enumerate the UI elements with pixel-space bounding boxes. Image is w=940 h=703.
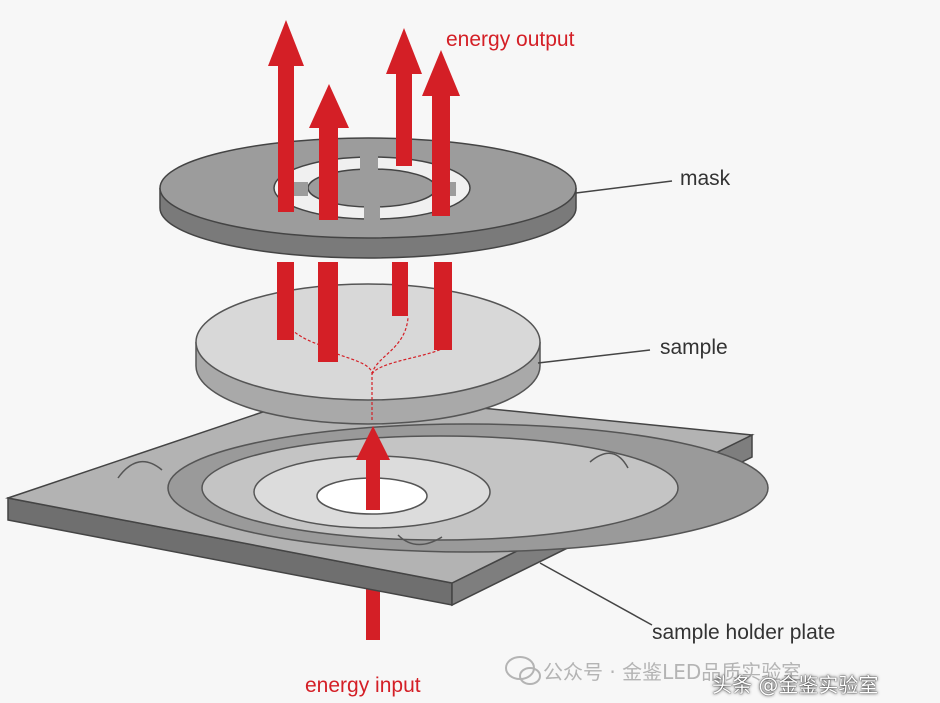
energy-input-arrow-upper xyxy=(356,426,390,510)
energy-output-label: energy output xyxy=(446,28,575,51)
leader-lines xyxy=(537,180,673,626)
sample-holder-plate-label: sample holder plate xyxy=(652,621,836,644)
energy-output-arrows xyxy=(268,20,460,220)
wechat-icon xyxy=(505,656,541,685)
watermark-line-2: 头条 @金鉴实验室 xyxy=(712,673,879,697)
mask-graphic xyxy=(159,137,577,259)
energy-beam-segments xyxy=(277,262,452,362)
sample-label: sample xyxy=(660,336,728,359)
watermark-line-1: 公众号 · 金鉴LED品质实验室 xyxy=(543,660,802,684)
energy-input-label: energy input xyxy=(305,674,421,697)
energy-input-arrow-lower xyxy=(366,585,380,640)
sample-graphic xyxy=(195,283,541,425)
mask-label: mask xyxy=(680,167,731,190)
